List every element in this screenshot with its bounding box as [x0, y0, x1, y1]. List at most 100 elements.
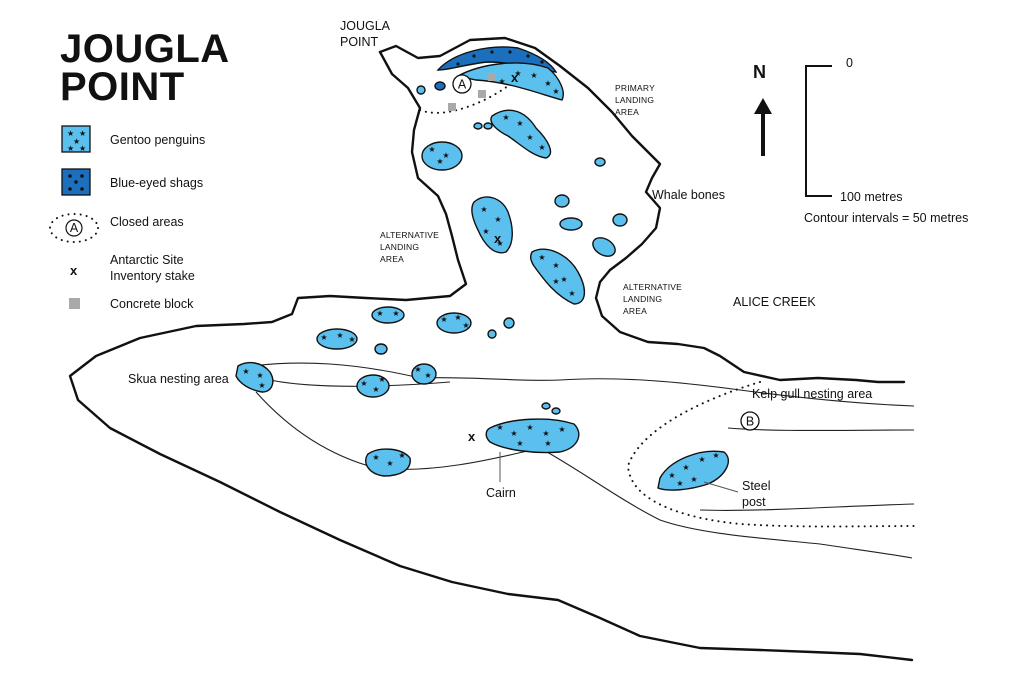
legend: ★★ ★★★ Gentoo penguins Blue-eyed shags A… — [49, 125, 205, 311]
gentoo-star-mark: ★ — [482, 227, 489, 236]
gentoo-star-mark: ★ — [424, 371, 431, 380]
label-steel-post-1: Steel — [742, 479, 771, 493]
gentoo-colony — [612, 213, 628, 227]
gentoo-colony — [594, 157, 606, 167]
legend-stake-label-line1: Antarctic Site — [110, 253, 184, 267]
gentoo-star-mark: ★ — [516, 439, 523, 448]
closed-area-b-marker: B — [740, 411, 760, 431]
site-inventory-stake: x — [511, 70, 519, 85]
gentoo-star-mark: ★ — [428, 145, 435, 154]
gentoo-colony — [541, 402, 551, 410]
gentoo-star-mark: ★ — [320, 333, 327, 342]
gentoo-star-mark: ★ — [690, 475, 697, 484]
north-arrow-head — [754, 98, 772, 114]
concrete-block — [448, 103, 456, 111]
label-alt-landing-east-2: LANDING — [623, 294, 662, 304]
legend-block-label: Concrete block — [110, 297, 194, 311]
label-alt-landing-west-2: LANDING — [380, 242, 419, 252]
legend-stake-symbol: x — [70, 263, 78, 278]
gentoo-star-mark: ★ — [386, 459, 393, 468]
gentoo-colony — [456, 62, 564, 101]
label-primary-landing-2: LANDING — [615, 95, 654, 105]
legend-block-swatch — [69, 298, 80, 309]
gentoo-colony — [559, 217, 583, 231]
legend-stake-label-line2: Inventory stake — [110, 269, 195, 283]
closed-area-b-boundary — [626, 381, 917, 528]
gentoo-star-mark: ★ — [514, 69, 521, 78]
gentoo-star-mark: ★ — [544, 79, 551, 88]
gentoo-colony — [487, 329, 497, 339]
gentoo-colony — [421, 141, 463, 171]
gentoo-colony — [411, 363, 437, 385]
gentoo-star-mark: ★ — [414, 365, 421, 374]
gentoo-star-mark: ★ — [552, 277, 559, 286]
gentoo-star-mark: ★ — [336, 331, 343, 340]
gentoo-star-mark: ★ — [526, 423, 533, 432]
closed-area-a-label: A — [458, 78, 467, 92]
gentoo-star-mark: ★ — [442, 151, 449, 160]
gentoo-star-mark: ★ — [552, 87, 559, 96]
gentoo-star-mark: ★ — [258, 381, 265, 390]
gentoo-colony — [551, 407, 561, 415]
gentoo-star-mark: ★ — [538, 253, 545, 262]
gentoo-star-mark: ★ — [552, 261, 559, 270]
label-whale-bones: Whale bones — [652, 188, 725, 202]
svg-text:★: ★ — [79, 144, 86, 153]
gentoo-colony — [554, 194, 570, 208]
gentoo-star-mark: ★ — [498, 77, 505, 86]
legend-closed-label: Closed areas — [110, 215, 184, 229]
label-primary-landing-1: PRIMARY — [615, 83, 655, 93]
gentoo-star-mark: ★ — [392, 309, 399, 318]
label-jougla-point-2: POINT — [340, 35, 379, 49]
shag-colony-small — [434, 81, 446, 91]
gentoo-star-mark: ★ — [348, 335, 355, 344]
gentoo-star-mark: ★ — [530, 71, 537, 80]
gentoo-star-mark: ★ — [496, 239, 503, 248]
steel-post-leader-line — [703, 481, 739, 493]
gentoo-colony — [592, 237, 616, 257]
gentoo-star-mark: ★ — [462, 321, 469, 330]
gentoo-star-mark: ★ — [372, 385, 379, 394]
gentoo-star-mark: ★ — [516, 119, 523, 128]
label-primary-landing-3: AREA — [615, 107, 639, 117]
legend-closed-symbol: A — [70, 221, 79, 235]
gentoo-colony — [316, 328, 358, 350]
site-inventory-stake: x — [468, 429, 476, 444]
gentoo-star-mark: ★ — [542, 429, 549, 438]
gentoo-colony — [473, 122, 483, 130]
gentoo-star-mark: ★ — [480, 205, 487, 214]
gentoo-star-mark: ★ — [376, 309, 383, 318]
label-alt-landing-west-1: ALTERNATIVE — [380, 230, 439, 240]
gentoo-colony — [356, 374, 390, 398]
label-skua-nesting: Skua nesting area — [128, 372, 229, 386]
gentoo-star-mark: ★ — [558, 425, 565, 434]
gentoo-colony — [529, 248, 585, 305]
gentoo-star-mark: ★ — [712, 451, 719, 460]
north-label: N — [753, 62, 766, 82]
legend-gentoo-label: Gentoo penguins — [110, 133, 205, 147]
gentoo-star-mark: ★ — [242, 367, 249, 376]
coastline — [378, 36, 906, 384]
contour-line — [237, 362, 915, 407]
gentoo-star-mark: ★ — [568, 289, 575, 298]
gentoo-star-mark: ★ — [496, 423, 503, 432]
label-alt-landing-west-3: AREA — [380, 254, 404, 264]
north-arrow: N — [753, 62, 772, 156]
gentoo-star-mark: ★ — [676, 479, 683, 488]
gentoo-star-mark: ★ — [378, 375, 385, 384]
closed-area-b-label: B — [746, 415, 754, 429]
svg-text:★: ★ — [67, 129, 74, 138]
gentoo-colony — [416, 85, 426, 95]
gentoo-colony — [471, 196, 513, 254]
scale-top-label: 0 — [846, 56, 853, 70]
map-title-line2: POINT — [60, 65, 185, 109]
gentoo-star-mark: ★ — [526, 133, 533, 142]
label-steel-post-2: post — [742, 495, 766, 509]
gentoo-colony — [235, 361, 274, 393]
gentoo-colony — [371, 306, 405, 324]
gentoo-star-mark: ★ — [544, 439, 551, 448]
label-alice-creek: ALICE CREEK — [733, 295, 816, 309]
scale-bar: 0 100 metres Contour intervals = 50 metr… — [804, 56, 968, 225]
gentoo-star-mark: ★ — [668, 471, 675, 480]
